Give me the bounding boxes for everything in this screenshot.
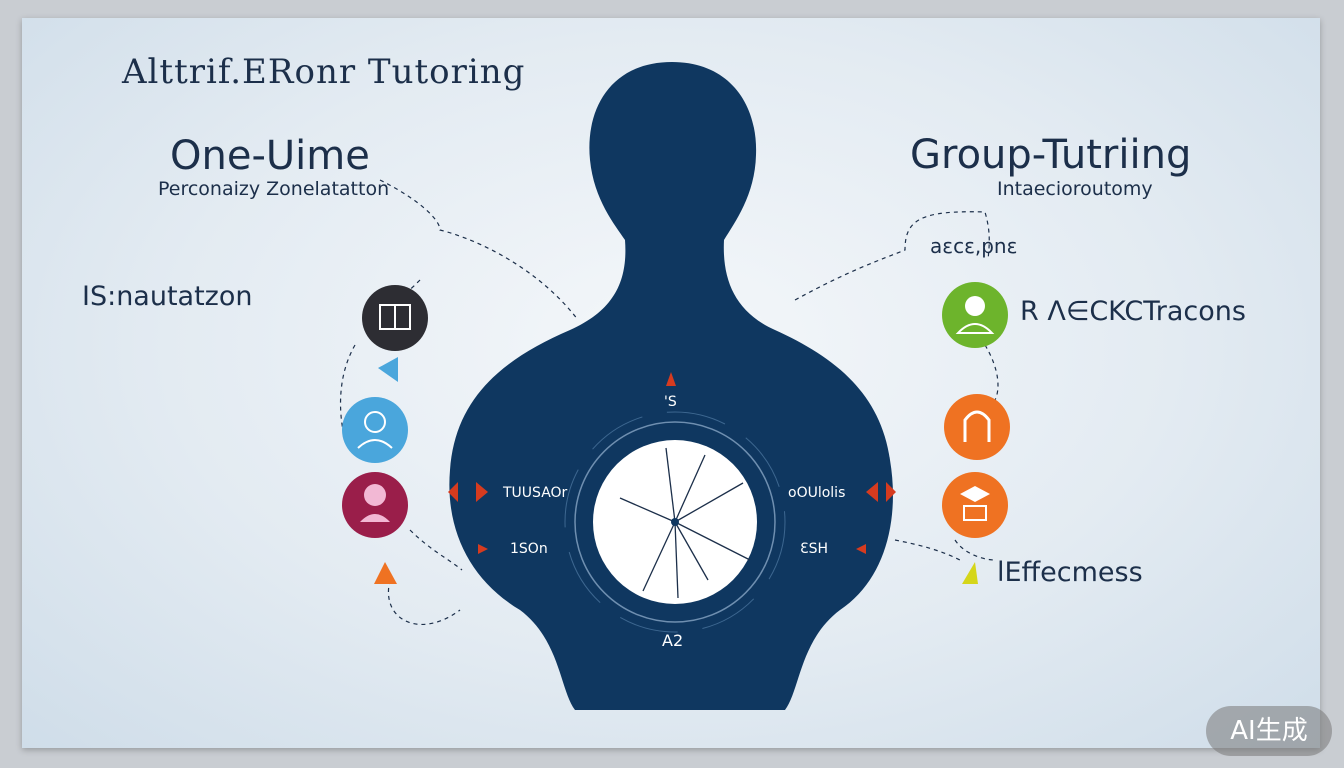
center-dial [564,411,786,633]
triangle-icon [378,357,398,382]
center-top-label: 'S [664,394,677,410]
center-bottom-label: A2 [662,631,684,650]
arrow-markers [448,372,896,554]
group-tutoring-subtitle: Intaecioroutomy [997,178,1153,200]
headphones-icon [944,394,1010,460]
triangle-icon [374,562,397,584]
right-side-label: R Λ∈CKCTracons [1020,296,1246,327]
center-left-lower-label: 1SOn [510,541,548,557]
tutor-icon [342,397,408,463]
one-on-one-title: One-Uime [170,133,370,179]
right-icons [942,282,1010,584]
center-left-upper-label: TUUSAOr [503,485,568,501]
one-on-one-subtitle: Perconaizy Zonelatatton [158,178,390,200]
brand-title: Alttrif.ERonr Tutoring [122,52,526,92]
left-icons [342,285,428,584]
center-right-lower-label: ƐSH [800,541,829,557]
effectiveness-label: lEffecmess [997,557,1143,588]
left-side-label: IS:nautatzon [82,281,253,312]
triangle-icon [962,562,978,584]
group-tutoring-title: Group-Tutriing [910,132,1192,178]
center-right-upper-label: oOUlolis [788,485,846,501]
ai-generated-watermark: AI生成 [1206,706,1332,756]
right-mini-label: aεcε,pnε [930,234,1018,258]
